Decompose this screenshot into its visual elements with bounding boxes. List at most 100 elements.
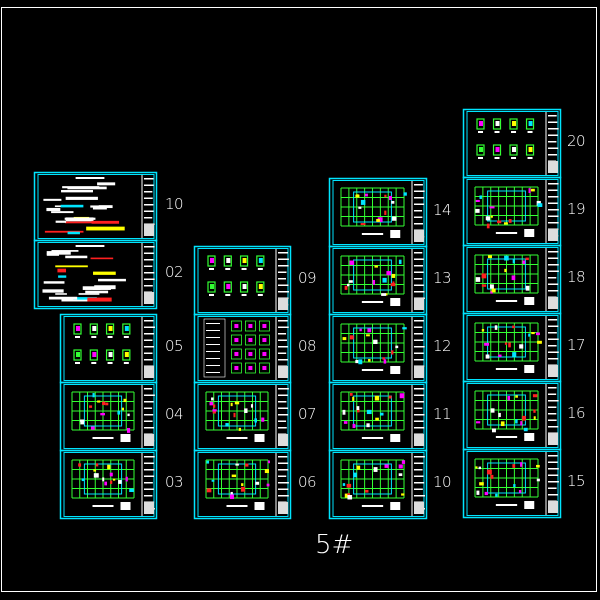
- title-block-row: [144, 462, 154, 464]
- plan-element: [388, 395, 392, 399]
- title-block-stamp: [144, 366, 154, 378]
- detail-node-fill: [92, 352, 97, 357]
- plan-title: [495, 504, 518, 506]
- title-block-row: [548, 332, 557, 334]
- drawing-sheet[interactable]: [328, 313, 428, 384]
- plan-element: [349, 393, 353, 396]
- title-block-row: [548, 487, 557, 489]
- title-block-row: [278, 427, 287, 429]
- plan-element: [97, 400, 101, 403]
- drawing-sheet[interactable]: [328, 245, 428, 316]
- plan-element: [211, 397, 214, 401]
- plan-notes: [120, 502, 131, 510]
- title-block-row: [144, 475, 155, 477]
- plan-element: [344, 493, 349, 498]
- drawing-sheet[interactable]: [328, 177, 428, 248]
- title-block-row: [548, 406, 557, 408]
- column-section: [258, 320, 270, 332]
- detail-label: [225, 294, 231, 296]
- plan-notes: [390, 502, 401, 510]
- plan-element: [515, 419, 518, 424]
- drawing-sheet[interactable]: [462, 380, 562, 451]
- plan-element: [89, 405, 93, 408]
- plan-element: [536, 464, 540, 468]
- drawing-sheet[interactable]: [59, 313, 158, 384]
- title-block-row: [414, 495, 425, 497]
- title-block-row: [144, 427, 154, 429]
- detail-label: [225, 268, 231, 270]
- drawing-sheet[interactable]: [33, 239, 158, 310]
- title-block-row: [144, 259, 154, 261]
- plan-element: [531, 332, 535, 335]
- drawing-sheet[interactable]: [462, 448, 562, 519]
- sheet-number-label: 17: [567, 336, 586, 354]
- plan-element: [206, 488, 212, 493]
- drawing-sheet[interactable]: [59, 449, 158, 520]
- sheet-inner-frame: [37, 242, 155, 307]
- plan-element: [95, 463, 99, 467]
- title-block-row: [144, 407, 153, 409]
- title-block-row: [548, 183, 559, 185]
- title-block-row: [144, 346, 155, 348]
- sheet-border: [193, 449, 292, 520]
- title-block-row: [414, 394, 425, 396]
- title-block-row: [548, 141, 557, 143]
- plan-element: [481, 273, 487, 279]
- drawing-sheet[interactable]: [462, 108, 562, 179]
- title-block-row: [414, 339, 424, 341]
- notes-text-block: [61, 189, 93, 193]
- title-block-row: [414, 271, 424, 273]
- detail-label: [75, 336, 80, 338]
- notes-text-block: [43, 281, 65, 284]
- notes-text-block: [44, 230, 84, 233]
- drawing-sheet[interactable]: [462, 312, 562, 383]
- title-block-stamp: [144, 502, 154, 514]
- drawing-sheet[interactable]: [328, 449, 428, 520]
- sheet-number-label: 10: [165, 195, 184, 213]
- title-block-row: [144, 320, 154, 322]
- plan-element: [508, 219, 512, 223]
- title-block-row: [144, 420, 153, 422]
- plan-element: [342, 409, 346, 415]
- title-block-row: [548, 115, 557, 117]
- plan-notes: [390, 298, 401, 306]
- detail-label: [478, 131, 483, 133]
- title-block-row: [414, 210, 423, 212]
- schedule-row: [206, 344, 220, 345]
- title-block-row: [144, 401, 154, 403]
- column-section: [230, 348, 242, 360]
- plan-title: [495, 368, 518, 370]
- drawing-sheet[interactable]: [193, 449, 292, 520]
- plan-element: [343, 421, 348, 424]
- detail-label: [494, 157, 500, 159]
- drawing-sheet[interactable]: [328, 381, 428, 452]
- drawing-sheet[interactable]: [193, 245, 292, 316]
- detail-node: [207, 281, 216, 293]
- title-block-row: [278, 469, 289, 471]
- drawing-sheet[interactable]: [193, 381, 292, 452]
- plan-element: [244, 408, 248, 413]
- title-block-row: [414, 469, 423, 471]
- detail-node: [73, 323, 82, 335]
- plan-element: [250, 404, 254, 408]
- title-block-row: [548, 358, 559, 360]
- title-block-row: [144, 326, 155, 328]
- drawing-sheet[interactable]: [193, 313, 292, 384]
- drawing-sheet[interactable]: [462, 244, 562, 315]
- title-block-row: [278, 265, 289, 267]
- drawing-sheet[interactable]: [462, 176, 562, 247]
- building-label: 5#: [315, 530, 354, 560]
- plan-element: [487, 255, 492, 259]
- sheet-number-label: 05: [165, 337, 184, 355]
- title-block-row: [548, 351, 559, 353]
- notes-text-block: [94, 285, 116, 290]
- title-block-row: [278, 475, 287, 477]
- drawing-sheet[interactable]: [33, 171, 158, 242]
- plan-element: [498, 412, 501, 418]
- title-block-row: [548, 387, 557, 389]
- title-block-row: [414, 414, 425, 416]
- drawing-sheet[interactable]: [59, 381, 158, 452]
- title-block-row: [414, 291, 425, 293]
- wall-outline: [353, 463, 392, 495]
